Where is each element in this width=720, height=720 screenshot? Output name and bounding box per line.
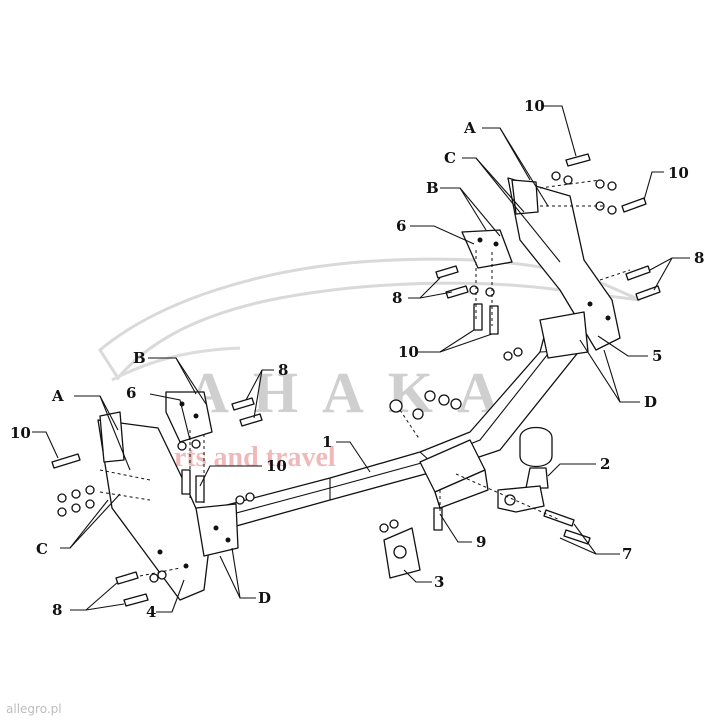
label-D-left: D <box>258 589 271 607</box>
label-10-left: 10 <box>10 424 31 442</box>
leader-lines <box>32 105 690 613</box>
label-10-right-bottom: 10 <box>398 343 419 361</box>
label-10-left-mid: 10 <box>266 457 287 475</box>
tow-ball <box>497 426 553 513</box>
label-1: 1 <box>322 433 332 451</box>
label-A-right: A <box>463 119 476 137</box>
label-A-left: A <box>51 387 64 405</box>
socket-plate <box>383 527 421 579</box>
label-10-right: 10 <box>668 164 689 182</box>
footer-source: allegro.pl <box>6 702 62 716</box>
label-8-right-mid: 8 <box>392 289 402 307</box>
label-10-right-top: 10 <box>524 97 545 115</box>
label-7: 7 <box>622 545 632 563</box>
watermark: AHAKA parts and travel <box>98 257 641 473</box>
label-5: 5 <box>652 347 662 365</box>
label-B-left: B <box>133 349 146 367</box>
fasteners <box>51 153 661 607</box>
label-2: 2 <box>600 455 610 473</box>
label-4: 4 <box>146 603 156 621</box>
label-D-right: D <box>644 393 657 411</box>
label-B-right: B <box>426 179 439 197</box>
label-6-left: 6 <box>126 384 136 402</box>
label-6-right: 6 <box>396 217 406 235</box>
label-C-right: C <box>444 149 456 167</box>
label-C-left: C <box>36 540 48 558</box>
label-8-left-bottom: 8 <box>52 601 62 619</box>
label-8-right: 8 <box>694 249 704 267</box>
alignment-lines <box>99 179 631 577</box>
label-8-left-top: 8 <box>278 361 288 379</box>
label-3: 3 <box>434 573 444 591</box>
watermark-brand: AHAKA <box>187 360 523 425</box>
labels: A 10 B 6 8 10 C 8 4 D 1 2 3 9 7 A C 10 1… <box>10 97 704 621</box>
label-9: 9 <box>476 533 486 551</box>
